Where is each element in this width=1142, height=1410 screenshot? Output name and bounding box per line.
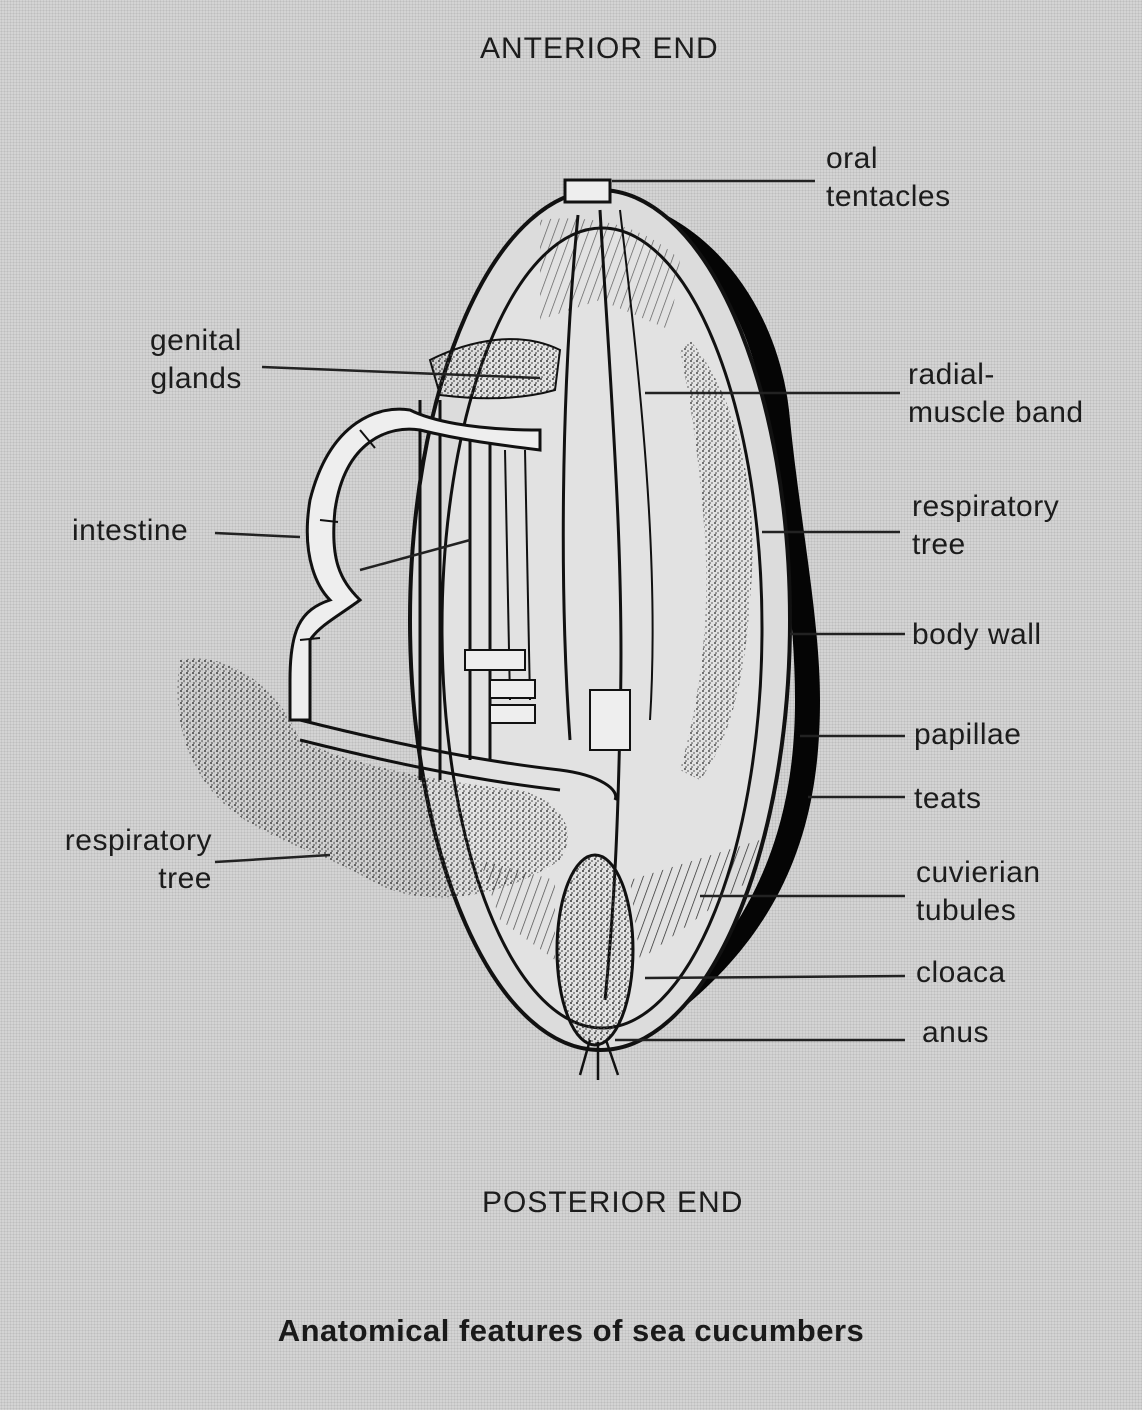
label-body-wall: body wall (912, 616, 1042, 654)
anterior-end-label: ANTERIOR END (480, 32, 719, 66)
oral-ring (565, 180, 610, 202)
label-anus: anus (922, 1014, 989, 1052)
label-cloaca: cloaca (916, 954, 1006, 992)
label-intestine: intestine (72, 512, 188, 550)
label-teats: teats (914, 780, 982, 818)
label-radial-muscle-band: radial-muscle band (908, 356, 1084, 432)
posterior-end-label: POSTERIOR END (482, 1186, 743, 1220)
cloaca-shape (557, 855, 633, 1045)
label-papillae: papillae (914, 716, 1021, 754)
genital-glands (430, 339, 560, 398)
figure-caption: Anatomical features of sea cucumbers (0, 1313, 1142, 1349)
